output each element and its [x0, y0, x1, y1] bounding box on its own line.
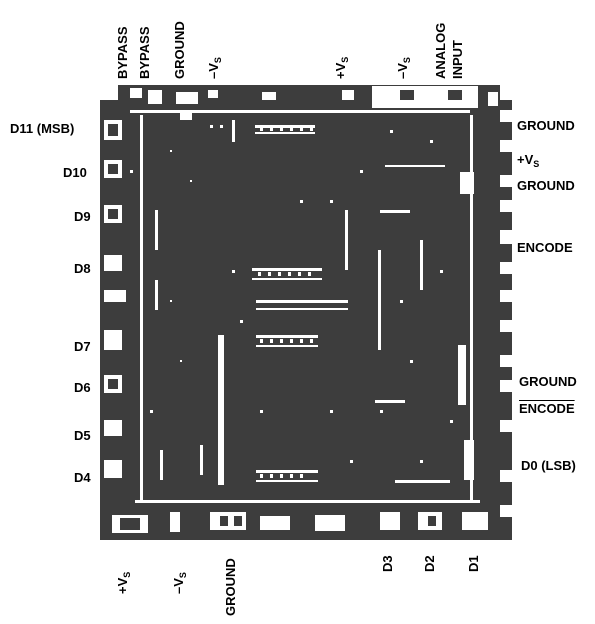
label-input: INPUT — [450, 40, 465, 79]
subscript-s: S — [213, 57, 223, 64]
top-right-pad — [488, 92, 498, 106]
subscript-s: S — [533, 159, 540, 169]
label-minus-vs-top-2: –VS — [395, 57, 412, 79]
label-d6: D6 — [74, 380, 91, 395]
label-plus-vs-bottom: +VS — [115, 571, 132, 594]
label-ground-bottom: GROUND — [223, 558, 238, 616]
label-encode-bar: ENCODE — [519, 402, 575, 415]
circuit-features — [130, 110, 480, 503]
label-analog: ANALOG — [433, 22, 448, 79]
subscript-s: S — [340, 56, 350, 63]
label-d7: D7 — [74, 339, 91, 354]
label-d1: D1 — [466, 555, 481, 572]
label-minus-vs-top-1: –VS — [206, 57, 223, 79]
label-plus-vs-right: +VS — [517, 152, 540, 169]
encode-bar-text: ENCODE — [519, 401, 575, 416]
label-minus-vs-bottom: –VS — [171, 572, 188, 594]
label-ground-right-3: GROUND — [519, 374, 577, 389]
label-d10: D10 — [63, 165, 87, 180]
right-pads — [500, 110, 514, 517]
label-d3: D3 — [380, 555, 395, 572]
subscript-s: S — [402, 57, 412, 64]
analog-input-block — [372, 86, 478, 108]
top-pad-2 — [148, 90, 162, 104]
label-d5: D5 — [74, 428, 91, 443]
top-pad-5 — [262, 92, 276, 100]
label-d2: D2 — [422, 555, 437, 572]
label-d9: D9 — [74, 209, 91, 224]
label-plus-vs-top: +VS — [333, 56, 350, 79]
top-pad-6 — [342, 90, 354, 100]
die-outline — [100, 85, 512, 540]
label-d8: D8 — [74, 261, 91, 276]
label-bypass-1: BYPASS — [115, 26, 130, 80]
subscript-s: S — [178, 572, 188, 579]
label-bypass-2: BYPASS — [137, 26, 152, 80]
label-d4: D4 — [74, 470, 91, 485]
top-pad-3 — [176, 92, 198, 104]
label-ground-right-1: GROUND — [517, 118, 575, 133]
label-ground-top: GROUND — [172, 21, 187, 79]
label-ground-right-2: GROUND — [517, 178, 575, 193]
speckles — [130, 125, 453, 478]
top-pad-1 — [130, 88, 142, 98]
top-pad-4 — [208, 90, 218, 98]
label-encode: ENCODE — [517, 240, 573, 255]
subscript-s: S — [122, 571, 132, 578]
label-d11: D11 (MSB) — [10, 121, 75, 136]
label-d0: D0 (LSB) — [521, 458, 576, 473]
